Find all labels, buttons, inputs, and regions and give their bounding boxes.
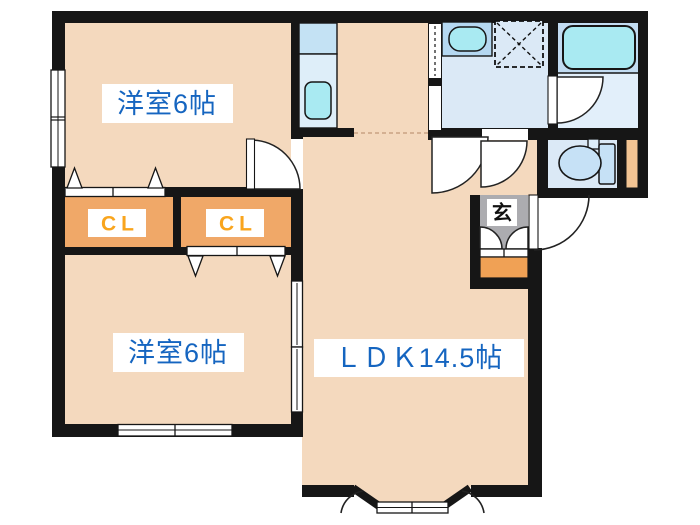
front-door-leaf [528,194,539,250]
bathtub-icon [562,25,636,70]
wall-toilet-right [617,136,626,188]
closet-right-door [186,245,286,278]
wall-outer-right [638,11,648,198]
bathroom-door-leaf [547,75,558,125]
closet-right-label-box [206,209,264,237]
wall-toilet-bottom [537,188,648,198]
bedroom-top-door-leaf [245,138,256,190]
window-bedroom-top [50,69,66,168]
closet-left-label: CL [101,213,139,236]
kitchen-counter-icon [298,22,338,129]
entrance-porch [479,256,529,279]
wall-genkan-left [470,195,480,289]
washroom-door-arc [480,140,528,188]
closet-left-door [64,166,166,198]
kitchen-sink-icon [304,81,332,120]
closet-right-label: CL [219,213,257,236]
wall-toilet-left [537,128,548,198]
washing-machine-pan-icon [494,20,544,68]
toilet-icon [558,138,616,185]
window-bedroom-bottom [117,423,233,437]
bedroom-bottom-label: 洋室6帖 [128,338,228,368]
entrance-label: 玄 [492,201,512,225]
bay-casement-arc-right [461,490,485,514]
shoe-storage-strip [625,135,639,189]
bay-casement-arc-left [340,490,364,514]
labels: 洋室6帖 洋室6帖 ＬＤＫ14.5帖 CL CL 玄 [88,84,524,377]
bedroom-top-label-box [102,84,233,123]
front-door-arc [533,194,590,251]
door-swings [245,75,604,194]
bay-window-floor [352,485,473,506]
bathroom-door-arc [556,76,604,124]
openings [50,24,528,514]
bedroom-top-door-arc [250,139,301,190]
sliding-door-bedroom-bottom [290,280,304,413]
wall-bathroom-bottom [537,128,648,140]
entrance-label-box [487,199,517,226]
wall-top [52,11,648,23]
wall-kitchen-stub [296,128,354,137]
washroom-wall-openings [429,24,441,130]
wall-washroom-bathroom [548,11,558,130]
wall-porch-bottom [470,277,538,289]
wall-ldk-bottom-right [471,485,542,497]
wall-closet-bottom [52,247,303,255]
wall-ldk-right [528,248,542,497]
closet-left-label-box [88,209,146,237]
wall-closet-divider [173,187,181,255]
fixtures [298,20,636,185]
ldk-label-box [314,339,524,377]
ldk-label: ＬＤＫ14.5帖 [335,343,504,373]
bedroom-bottom-label-box [113,333,244,372]
window-bay [340,490,485,514]
opening-hallway-door [482,129,528,140]
bedroom-top-label: 洋室6帖 [117,89,217,119]
wall-ldk-bottom-left [302,485,354,497]
washbasin-icon [441,21,493,57]
